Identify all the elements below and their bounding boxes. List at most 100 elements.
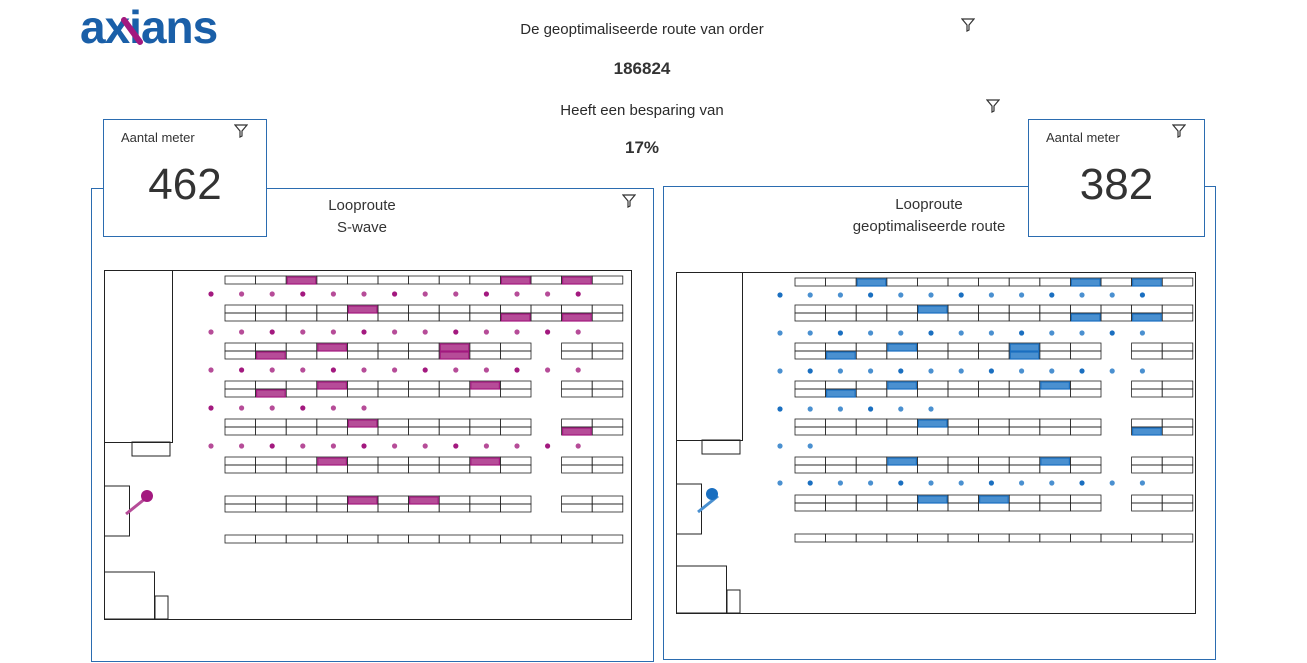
rack-cell xyxy=(1131,342,1163,352)
rack-cell xyxy=(825,342,857,352)
route-dot xyxy=(1139,480,1145,486)
rack-cell xyxy=(855,304,888,314)
rack-cell xyxy=(346,342,379,352)
rack-cell xyxy=(1069,502,1102,512)
rack-cell xyxy=(255,503,287,513)
rack-cell xyxy=(255,275,287,285)
rack-cell xyxy=(1039,388,1071,398)
rack-cell xyxy=(916,426,949,436)
route-dot xyxy=(330,291,336,297)
pick-location xyxy=(1132,427,1162,436)
rack-cell xyxy=(794,304,827,314)
rack-cell xyxy=(377,426,410,436)
route-dot xyxy=(422,367,428,373)
pick-location xyxy=(887,457,918,466)
order-number: 186824 xyxy=(613,59,671,78)
rack-cell xyxy=(794,350,827,360)
rack-cell xyxy=(346,426,379,436)
route-dot xyxy=(928,292,934,298)
rack-cell xyxy=(469,350,501,360)
rack-cell xyxy=(591,464,624,474)
route-dot xyxy=(1019,368,1025,374)
filter-icon[interactable] xyxy=(961,18,975,32)
pick-location xyxy=(917,305,948,314)
route-dot xyxy=(361,367,367,373)
route-dot xyxy=(777,406,783,412)
optimized-title-line2: geoptimaliseerde route xyxy=(852,218,1006,235)
pick-location xyxy=(347,496,378,505)
swave-distance-value: 462 xyxy=(148,160,222,209)
rack-cell xyxy=(1008,277,1041,287)
rack-cell xyxy=(469,304,501,314)
rack-cell xyxy=(255,534,287,544)
start-point xyxy=(706,488,718,500)
route-dot xyxy=(1139,368,1145,374)
pick-location xyxy=(347,305,378,314)
rack-cell xyxy=(377,342,410,352)
rack-cell xyxy=(978,312,1010,322)
rack-cell xyxy=(1161,464,1194,474)
start-path xyxy=(125,496,147,516)
route-dot xyxy=(514,291,520,297)
rack-cell xyxy=(1039,418,1071,428)
rack-cell xyxy=(916,380,949,390)
rack-cell xyxy=(916,464,949,474)
rack-cell xyxy=(886,304,918,314)
route-dot xyxy=(208,367,214,373)
rack-cell xyxy=(1131,502,1163,512)
rack-cell xyxy=(224,388,257,398)
route-dot xyxy=(545,329,551,335)
rack-cell xyxy=(316,304,348,314)
rack-cell xyxy=(1131,304,1163,314)
filter-icon[interactable] xyxy=(986,99,1000,113)
rack-cell xyxy=(978,418,1010,428)
rack-cell xyxy=(1039,533,1071,543)
route-dot xyxy=(958,330,964,336)
rack-cell xyxy=(947,418,980,428)
rack-cell xyxy=(285,426,318,436)
rack-cell xyxy=(346,464,379,474)
pick-location xyxy=(856,278,887,287)
pick-location xyxy=(979,495,1009,504)
rack-cell xyxy=(224,456,257,466)
logo-text: axians xyxy=(80,8,217,50)
pick-location xyxy=(887,381,918,390)
route-dot xyxy=(868,292,874,298)
rack-cell xyxy=(224,350,257,360)
rack-cell xyxy=(438,464,471,474)
rack-cell xyxy=(794,533,827,543)
rack-cell xyxy=(285,464,318,474)
swave-title-line2: S-wave xyxy=(336,219,388,236)
route-dot xyxy=(898,368,904,374)
rack-cell xyxy=(377,418,410,428)
rack-cell xyxy=(1131,388,1163,398)
rack-cell xyxy=(438,275,471,285)
rack-cell xyxy=(438,380,471,390)
filter-icon[interactable] xyxy=(234,124,248,138)
rack-cell xyxy=(499,418,532,428)
rack-cell xyxy=(855,494,888,504)
rack-cell xyxy=(316,312,348,322)
rack-cell xyxy=(794,502,827,512)
route-dot xyxy=(777,443,783,449)
storage-block xyxy=(131,441,171,457)
rack-cell xyxy=(1131,350,1163,360)
rack-cell xyxy=(285,503,318,513)
route-dot xyxy=(483,291,489,297)
rack-cell xyxy=(530,312,563,322)
rack-cell xyxy=(978,304,1010,314)
rack-cell xyxy=(499,342,532,352)
rack-cell xyxy=(947,533,980,543)
route-dot xyxy=(1079,480,1085,486)
rack-cell xyxy=(1131,380,1163,390)
filter-icon[interactable] xyxy=(622,194,636,208)
rack-cell xyxy=(1039,304,1071,314)
route-dot xyxy=(898,292,904,298)
rack-cell xyxy=(224,495,257,505)
rack-cell xyxy=(255,426,287,436)
rack-cell xyxy=(1008,502,1041,512)
route-dot xyxy=(361,329,367,335)
filter-icon[interactable] xyxy=(1172,124,1186,138)
rack-cell xyxy=(469,464,501,474)
rack-cell xyxy=(825,418,857,428)
